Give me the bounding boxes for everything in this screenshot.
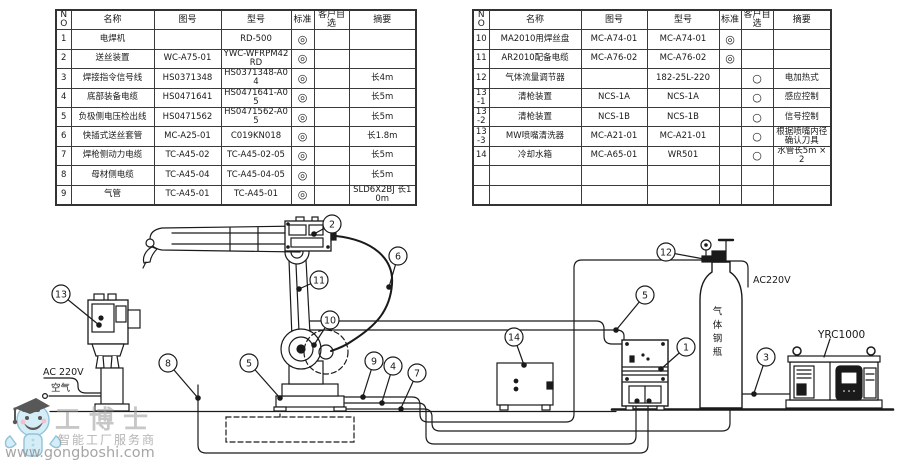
welding-machine <box>621 339 669 411</box>
callout-13 <box>51 284 71 304</box>
table-cell: 长5m <box>348 87 417 108</box>
callout-5a <box>239 353 259 373</box>
cable-routing <box>41 259 790 454</box>
gas-cylinder <box>699 238 743 409</box>
torch-end-effector <box>142 238 159 269</box>
cable-ac-cylinder <box>726 260 749 288</box>
table-cell: 感应控制 <box>772 87 832 108</box>
table-cell: WR501 <box>646 145 720 167</box>
table-cell: 水管长5m × 2 <box>772 145 832 167</box>
table-cell: 长5m <box>348 165 417 186</box>
callout-label-3: 3 <box>763 353 769 364</box>
callout-7 <box>407 363 427 383</box>
ground-line <box>49 408 895 413</box>
table-cell <box>772 184 832 206</box>
callout-label-4: 4 <box>390 362 396 373</box>
station-ac-label: AC 220V <box>43 367 84 378</box>
callout-9 <box>364 351 384 371</box>
callout-numbers: 2 6 11 10 13 8 5 9 4 7 14 5 1 12 3 <box>55 220 769 380</box>
robot-arm <box>142 216 394 412</box>
callout-8 <box>158 353 178 373</box>
callout-4 <box>383 356 403 376</box>
table-cell: MW喷嘴清洗器 <box>488 126 582 147</box>
controller-label: YRC1000 <box>817 329 865 341</box>
cable-workpiece <box>197 384 649 454</box>
callout-3 <box>756 347 776 367</box>
callout-circles <box>51 214 776 383</box>
callout-label-2: 2 <box>329 220 335 231</box>
callout-10 <box>320 310 340 330</box>
controller-label-leader <box>823 338 831 358</box>
callout-label-5a: 5 <box>246 359 252 370</box>
table-cell: TC-A45-01 <box>153 184 222 206</box>
diagram-labels: AC 220V 空气 AC220V 气体钢瓶 YRC1000 <box>43 275 865 394</box>
table-cell: ◎ <box>290 184 315 206</box>
wire-spool <box>303 329 349 375</box>
callout-label-12: 12 <box>660 248 672 259</box>
callout-label-1: 1 <box>683 343 689 354</box>
table-row <box>472 184 832 206</box>
callout-label-7: 7 <box>414 369 420 380</box>
callout-5b <box>635 285 655 305</box>
robot-upper-arm <box>149 225 303 253</box>
callout-1 <box>676 337 696 357</box>
table-cell: 长1.8m <box>348 126 417 147</box>
table-cell: MC-A65-01 <box>580 145 648 167</box>
table-cell: 气管 <box>70 184 155 206</box>
underground-conduit-box <box>225 416 355 443</box>
table-cell: ○ <box>740 145 774 167</box>
table-cell <box>772 165 832 186</box>
cable-signal <box>299 320 623 345</box>
table-cell: 根据喷嘴内径确认刀具 <box>772 126 832 147</box>
cable-ac-station <box>43 377 103 394</box>
robot-lower-arm <box>288 259 311 339</box>
torch-cleaning-station <box>87 293 141 412</box>
table-cell: SLD6X2BJ 长10m <box>348 184 417 206</box>
callout-label-5b: 5 <box>642 291 648 302</box>
cable-gas-hose <box>344 259 704 423</box>
callout-2 <box>322 214 342 234</box>
callout-label-11: 11 <box>313 276 325 287</box>
air-coupler-icon <box>41 393 48 400</box>
callout-label-13: 13 <box>55 290 67 301</box>
table-row <box>472 165 832 186</box>
cable-base-equipment <box>344 402 637 445</box>
table-cell: 长5m <box>348 145 417 167</box>
table-cell: TC-A45-02-05 <box>220 145 292 167</box>
callout-label-9: 9 <box>371 357 377 368</box>
callout-label-14: 14 <box>508 333 520 344</box>
callout-label-10: 10 <box>324 316 336 327</box>
robot-controller <box>785 338 883 409</box>
callout-12 <box>656 242 676 262</box>
feeder-conduit-cable <box>330 235 394 352</box>
callout-11 <box>309 270 329 290</box>
table-cell: C019KN018 <box>220 126 292 147</box>
callout-label-8: 8 <box>165 359 171 370</box>
callout-14 <box>504 327 524 347</box>
cooling-water-tank <box>496 362 554 411</box>
table-cell: MC-A21-01 <box>580 126 648 147</box>
gas-cylinder-label: 气体钢瓶 <box>711 305 723 360</box>
cylinder-ac-label: AC220V <box>753 275 791 286</box>
callout-6 <box>388 246 408 266</box>
station-air-label: 空气 <box>51 382 71 394</box>
callout-label-6: 6 <box>395 252 401 263</box>
